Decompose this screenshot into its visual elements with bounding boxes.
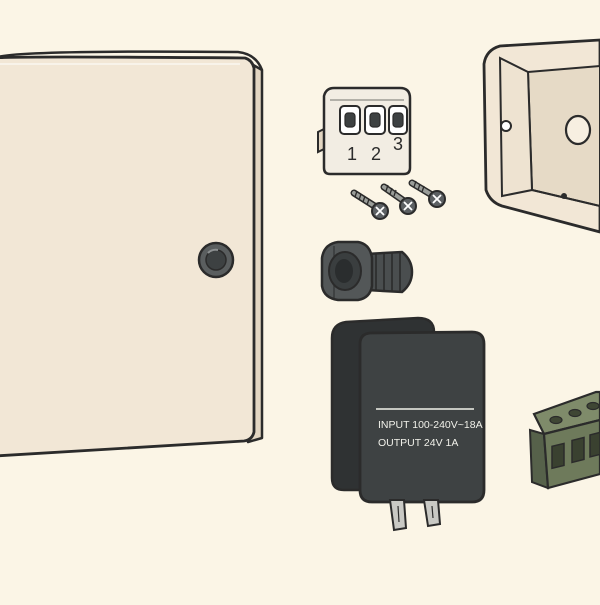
cable-gland-icon — [320, 240, 414, 302]
terminal-label-2: 2 — [371, 144, 381, 164]
screw-2 — [380, 183, 417, 215]
junction-box-icon — [482, 38, 600, 234]
terminal-window-3 — [388, 105, 408, 135]
electrical-enclosure-icon — [0, 50, 264, 458]
adapter-input-label: INPUT 100-240V~18A — [378, 419, 483, 431]
screw-3 — [408, 179, 446, 208]
terminal-window-1 — [339, 105, 361, 135]
terminal-label-1: 1 — [347, 144, 357, 164]
adapter-prong-right — [422, 499, 442, 528]
terminal-block-icon: 1 2 3 — [317, 86, 412, 176]
power-adapter-icon: INPUT 100-240V~18A OUTPUT 24V 1A — [330, 316, 486, 532]
adapter-prong-left — [388, 499, 408, 532]
screw-1 — [350, 189, 389, 220]
terminal-window-2 — [364, 105, 386, 135]
terminal-label-3: 3 — [393, 134, 403, 154]
pluggable-terminal-connector-icon — [528, 390, 600, 490]
adapter-output-label: OUTPUT 24V 1A — [378, 437, 458, 449]
door-knob-icon — [197, 241, 235, 279]
screw-icon — [350, 179, 446, 220]
